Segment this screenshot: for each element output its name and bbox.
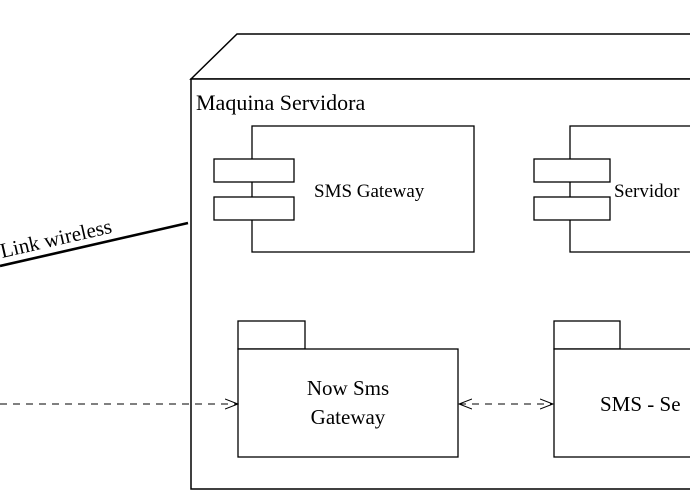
package-body — [553, 348, 690, 458]
package-sms-servidor[interactable]: SMS - Se — [553, 320, 690, 458]
link-label: Link wireless — [0, 214, 114, 263]
component-label: Servidor — [614, 181, 680, 202]
package-tab — [237, 320, 306, 350]
component-label: SMS Gateway — [314, 181, 425, 202]
package-now-sms-gateway[interactable]: Now Sms Gateway — [237, 320, 459, 458]
component-port-top — [213, 158, 295, 183]
package-body — [237, 348, 459, 458]
component-body — [251, 125, 475, 253]
node-top-face — [189, 33, 690, 80]
package-label: SMS - Se — [600, 392, 681, 416]
link-wireless[interactable]: Link wireless — [0, 214, 189, 268]
component-port-top — [533, 158, 611, 183]
package-label-line1: Now Sms — [307, 376, 389, 400]
component-sms-gateway[interactable]: SMS Gateway — [213, 125, 475, 253]
component-body — [569, 125, 690, 253]
package-tab — [553, 320, 621, 350]
package-label-line2: Gateway — [311, 405, 386, 429]
component-port-bottom — [213, 196, 295, 221]
component-port-bottom — [533, 196, 611, 221]
component-servidor[interactable]: Servidor — [533, 125, 690, 253]
node-label: Maquina Servidora — [196, 90, 365, 115]
link-line — [0, 221, 189, 268]
